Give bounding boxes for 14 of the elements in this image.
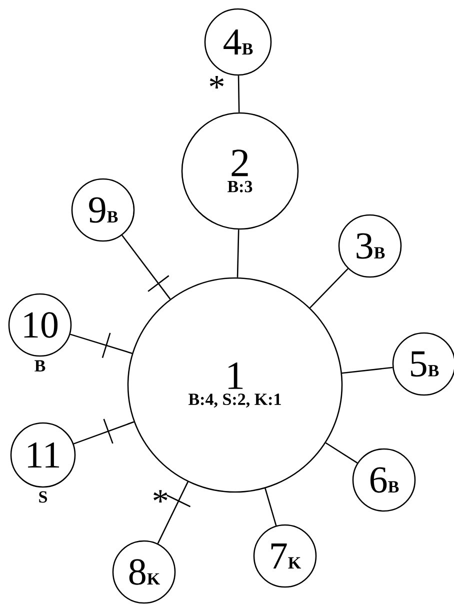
connecting-line bbox=[70, 334, 132, 354]
connecting-line bbox=[238, 76, 240, 112]
edge-label: * bbox=[154, 490, 168, 503]
connecting-line bbox=[310, 268, 348, 308]
connecting-line bbox=[122, 234, 171, 300]
connecting-line bbox=[157, 482, 188, 544]
connecting-line bbox=[325, 442, 358, 464]
connecting-line bbox=[236, 230, 240, 278]
connecting-line bbox=[73, 421, 134, 444]
edge-label: * bbox=[210, 76, 224, 88]
connecting-line bbox=[264, 488, 277, 526]
connecting-line bbox=[342, 366, 393, 374]
region-label: B bbox=[34, 360, 46, 372]
region-label: S bbox=[39, 491, 47, 503]
